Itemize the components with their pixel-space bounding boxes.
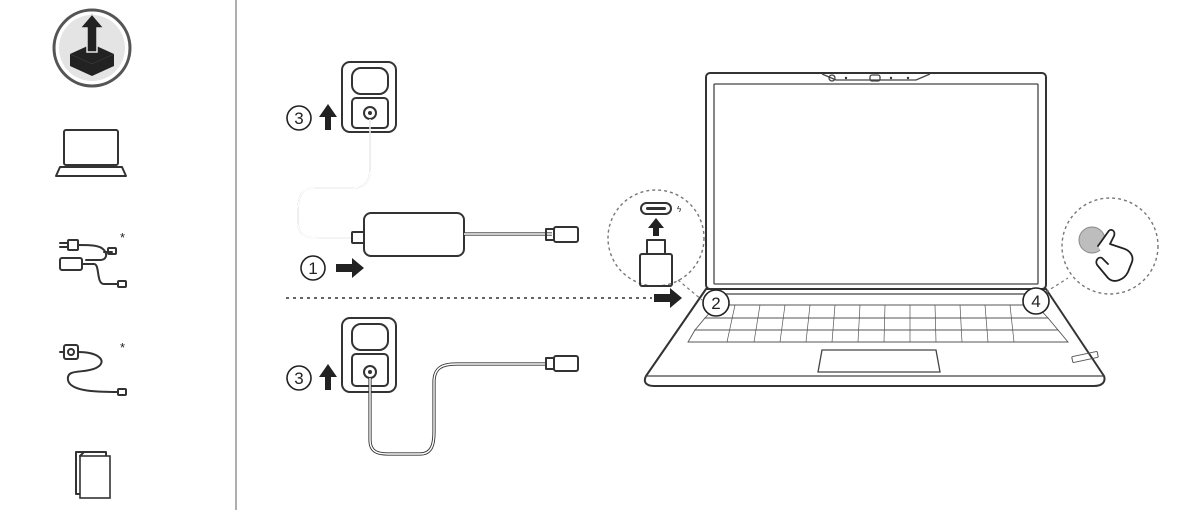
arrow-right-icon: [336, 258, 364, 278]
wall-outlet-top: [341, 61, 397, 133]
usb-c-cable: [368, 355, 579, 456]
optional-mark: *: [120, 230, 125, 245]
step-3-top-marker: 3: [286, 105, 312, 131]
svg-text:2: 2: [711, 294, 720, 313]
step-1-marker: 1: [300, 255, 326, 281]
svg-text:1: 1: [308, 259, 317, 278]
svg-text:3: 3: [294, 109, 303, 128]
power-symbol: ϟ: [677, 205, 682, 214]
svg-text:4: 4: [1031, 292, 1040, 311]
laptop: [643, 72, 1106, 387]
step-2-marker: 2: [702, 289, 730, 317]
arrow-up-icon: [319, 364, 337, 390]
ac-cord: [297, 119, 371, 239]
unbox-icon: [52, 8, 132, 88]
svg-text:3: 3: [294, 369, 303, 388]
power-adapter-brick: [351, 212, 579, 257]
optional-mark: *: [120, 340, 125, 355]
adapter-cable-icon: [59, 239, 127, 288]
pointing-hand-icon: [1095, 229, 1134, 282]
brand-logo: [1071, 351, 1099, 363]
laptop-icon: [55, 129, 127, 177]
arrow-up-icon: [319, 104, 337, 130]
usb-c-port-callout: ϟ: [607, 189, 705, 301]
arrow-right-icon: [654, 288, 682, 308]
documents-icon: [75, 451, 111, 499]
compact-charger-icon: [59, 344, 127, 396]
step-3-bottom-marker: 3: [286, 365, 312, 391]
power-button-callout: [1045, 197, 1159, 295]
arrow-up-icon: [648, 218, 664, 236]
step-4-marker: 4: [1022, 287, 1050, 315]
